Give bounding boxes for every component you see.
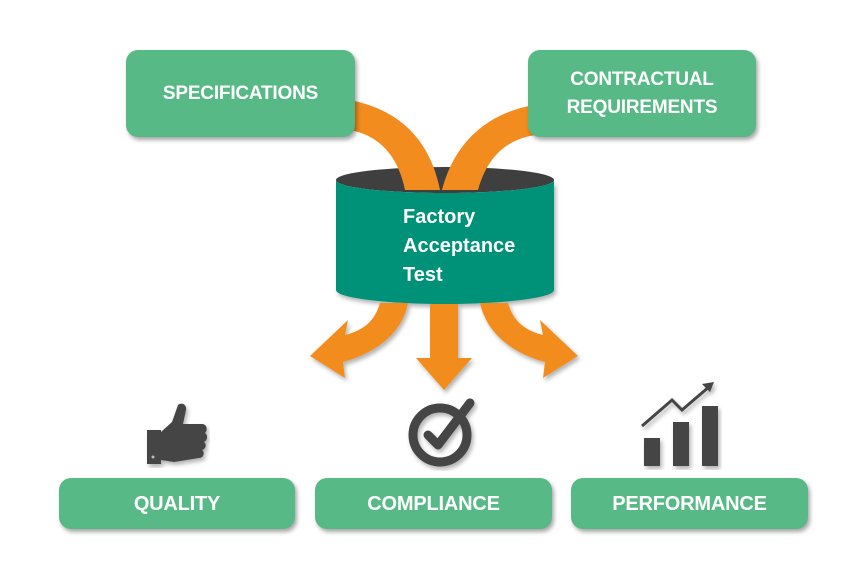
quality-label: QUALITY xyxy=(133,492,221,515)
arrow-to-quality xyxy=(310,303,408,378)
fat-label-line1: Factory xyxy=(403,206,476,228)
arrow-to-performance xyxy=(480,303,578,378)
fat-label-line3: Test xyxy=(403,264,443,286)
fat-cylinder xyxy=(336,180,554,304)
check-circle-icon xyxy=(408,398,475,467)
fat-label-line2: Acceptance xyxy=(403,235,516,257)
arrow-to-compliance xyxy=(416,304,472,390)
performance-box: PERFORMANCE xyxy=(571,478,808,529)
arrow-from-contractual xyxy=(442,105,535,190)
contractual-requirements-box: CONTRACTUAL REQUIREMENTS xyxy=(528,50,756,137)
thumbs-up-icon xyxy=(147,403,208,464)
compliance-box: COMPLIANCE xyxy=(315,478,552,529)
specifications-label: SPECIFICATIONS xyxy=(162,82,319,104)
quality-box: QUALITY xyxy=(59,478,295,529)
contractual-label-line1: CONTRACTUAL xyxy=(570,68,714,90)
specifications-box: SPECIFICATIONS xyxy=(126,50,355,137)
contractual-label-line2: REQUIREMENTS xyxy=(566,96,718,118)
arrow-from-specifications xyxy=(350,100,440,190)
fat-label: Factory Acceptance Test xyxy=(403,203,515,290)
compliance-label: COMPLIANCE xyxy=(367,492,500,515)
performance-label: PERFORMANCE xyxy=(612,492,767,515)
bar-chart-trend-icon xyxy=(641,382,718,466)
